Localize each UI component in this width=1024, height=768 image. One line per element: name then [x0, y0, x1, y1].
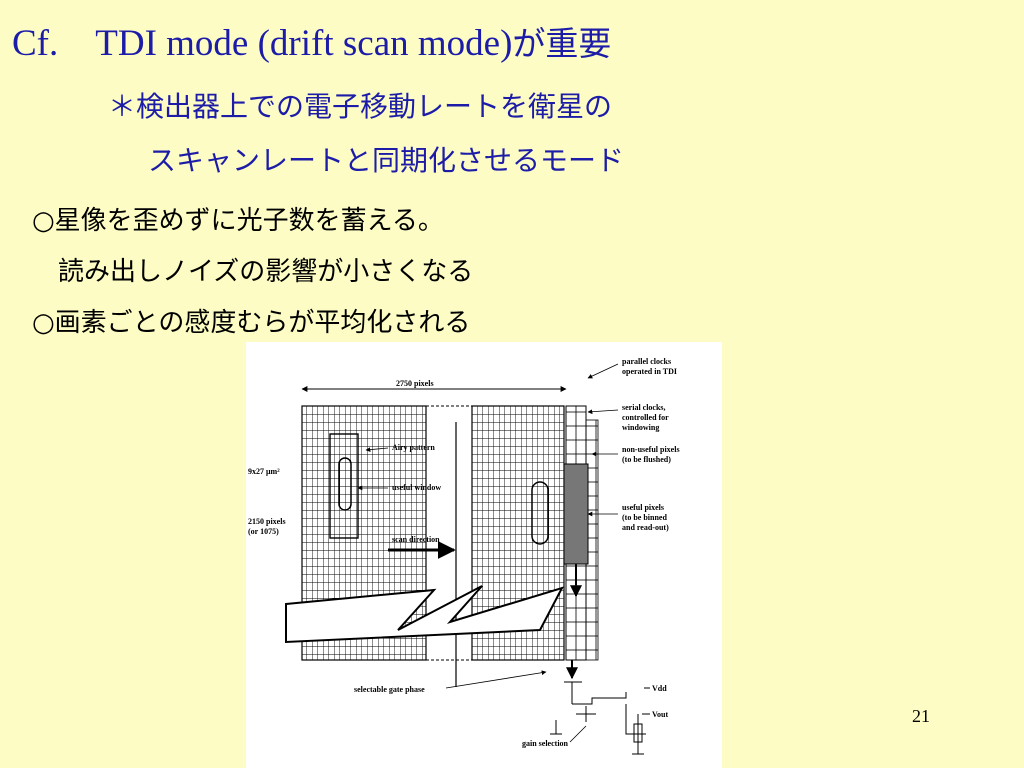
useful-pixels-block [563, 463, 589, 565]
label-vdd: Vdd [652, 684, 667, 693]
label-serial-clocks-1: serial clocks, [622, 403, 666, 412]
label-parallel-clocks-2: operated in TDI [622, 367, 677, 376]
label-useful-pixels-2: (to be binned [622, 513, 667, 522]
label-non-useful-1: non-useful pixels [622, 445, 680, 454]
label-pixel-size: 9x27 μm² [248, 467, 280, 476]
page-number: 21 [912, 706, 930, 726]
subtitle-line-2: スキャンレートと同期化させるモード [148, 144, 625, 177]
label-gain-selection: gain selection [522, 739, 569, 748]
subtitle-line-1: ＊検出器上での電子移動レートを衛星の [108, 90, 613, 123]
subtitle: ＊検出器上での電子移動レートを衛星の スキャンレートと同期化させるモード [108, 80, 624, 188]
label-serial-clocks-3: windowing [622, 423, 659, 432]
label-useful-pixels-1: useful pixels [622, 503, 664, 512]
label-serial-clocks-2: controlled for [622, 413, 669, 422]
slide-title-japanese: が重要 [512, 24, 612, 63]
airy-pattern-left [338, 457, 352, 511]
label-height-2: (or 1075) [248, 527, 279, 536]
tdi-ccd-diagram: 2750 pixels [246, 342, 722, 768]
airy-pattern-right [531, 481, 549, 545]
label-airy-pattern: Airy pattern [392, 443, 435, 452]
label-parallel-clocks-1: parallel clocks [622, 357, 671, 366]
bullet-photon-accumulation: ○星像を歪めずに光子数を蓄える。 [32, 206, 444, 236]
label-useful-window: useful window [392, 483, 441, 492]
label-gate-phase: selectable gate phase [354, 685, 425, 694]
bullet-readout-noise: 読み出しノイズの影響が小さくなる [58, 257, 474, 287]
slide-title-english: Cf. TDI mode (drift scan mode) [12, 23, 513, 64]
label-scan-direction: scan direction [392, 535, 440, 544]
slide-title: Cf. TDI mode (drift scan mode)が重要 [12, 12, 611, 66]
label-width: 2750 pixels [396, 379, 434, 388]
label-non-useful-2: (to be flushed) [622, 455, 671, 464]
bullet-sensitivity-averaging: ○画素ごとの感度むらが平均化される [32, 308, 471, 338]
break-band [285, 585, 564, 644]
label-vout: Vout [652, 710, 668, 719]
label-useful-pixels-3: and read-out) [622, 523, 669, 532]
label-height-1: 2150 pixels [248, 517, 286, 526]
bullet-list: ○星像を歪めずに光子数を蓄える。 読み出しノイズの影響が小さくなる ○画素ごとの… [32, 196, 473, 349]
